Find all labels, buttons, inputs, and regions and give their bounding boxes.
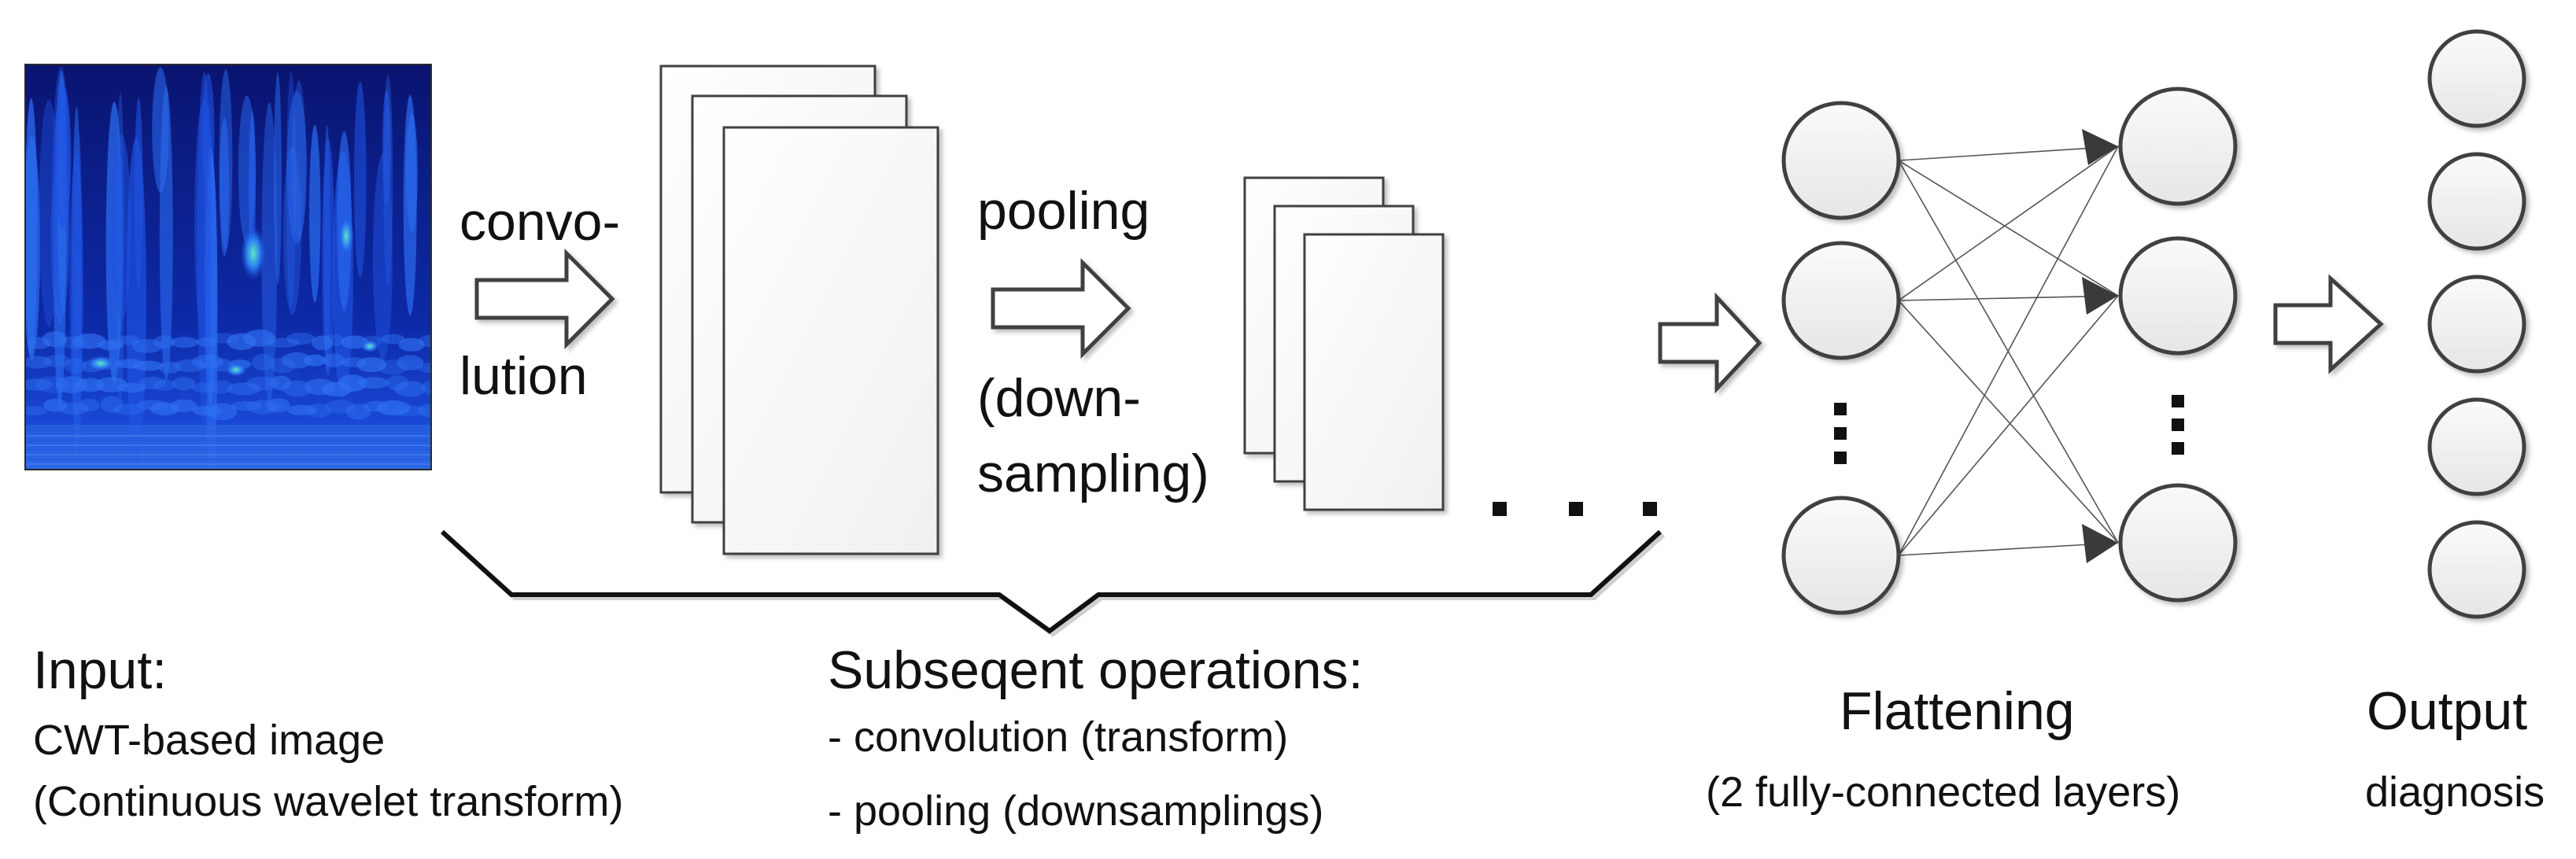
output-layer-nodes (2427, 29, 2526, 619)
cwt-input-image (25, 65, 431, 470)
output-node (2427, 520, 2526, 619)
connection-edge (1898, 160, 2119, 297)
neuron-node (1781, 101, 1901, 220)
dot (1569, 502, 1583, 516)
downsampling-label-2: sampling) (977, 444, 1209, 503)
neuron-node (2118, 483, 2238, 603)
vertical-ellipsis-icon (1834, 403, 1847, 464)
downsampling-label-1: (down- (977, 368, 1141, 428)
input-image-frame (24, 64, 432, 470)
hidden-layer-nodes (2118, 87, 2238, 603)
neuron-node (1781, 496, 1901, 615)
operations-caption-title: Subseqent operations: (828, 640, 1364, 700)
pooled-feature-maps (1243, 176, 1445, 511)
convolution-feature-maps (659, 65, 939, 555)
pooled-map-sheet (1303, 233, 1445, 511)
dot (1643, 502, 1657, 516)
output-caption-sub: diagnosis (2365, 769, 2545, 816)
output-arrow-icon (2273, 274, 2384, 374)
connection-edge (1898, 300, 2119, 544)
output-node (2427, 152, 2526, 251)
input-caption-line1: CWT-based image (33, 717, 386, 764)
pooling-arrow-icon (991, 257, 1131, 359)
connection-edge (1898, 146, 2119, 301)
convolution-arrow-icon (474, 248, 615, 350)
output-node (2427, 397, 2526, 496)
vertical-ellipsis-icon (2172, 395, 2184, 455)
neuron-node (1781, 241, 1901, 360)
connection-edge (1898, 295, 2119, 301)
flattening-caption-sub: (2 fully-connected layers) (1706, 769, 2181, 816)
feature-map-sheet (722, 126, 939, 555)
flatten-arrow-icon (1658, 292, 1762, 394)
connection-edge (1898, 542, 2119, 556)
cwt-texture (25, 66, 431, 470)
neuron-node (2118, 87, 2238, 206)
neuron-node (2118, 236, 2238, 356)
connection-edge (1898, 146, 2119, 556)
input-caption-title: Input: (33, 640, 168, 700)
connection-edge (1898, 146, 2119, 161)
operations-caption-line2: - pooling (downsamplings) (828, 787, 1324, 835)
edge-arrowheads (2082, 129, 2118, 563)
operations-caption-line1: - convolution (transform) (828, 713, 1289, 761)
continuation-dots (1493, 502, 1657, 516)
output-node (2427, 29, 2526, 128)
convolution-label-top: convo- (459, 192, 621, 252)
flattening-caption-title: Flattening (1840, 681, 2075, 741)
input-caption-line2: (Continuous wavelet transform) (33, 778, 624, 825)
convolution-label-bottom: lution (459, 346, 588, 406)
output-node (2427, 275, 2526, 374)
pooling-label: pooling (977, 181, 1150, 241)
flatten-layer-nodes (1781, 101, 1901, 615)
fully-connected-edges (1898, 146, 2119, 556)
dot (1493, 502, 1507, 516)
operations-brace (440, 529, 1666, 637)
output-caption-title: Output (2367, 681, 2528, 741)
connection-edge (1898, 295, 2119, 556)
